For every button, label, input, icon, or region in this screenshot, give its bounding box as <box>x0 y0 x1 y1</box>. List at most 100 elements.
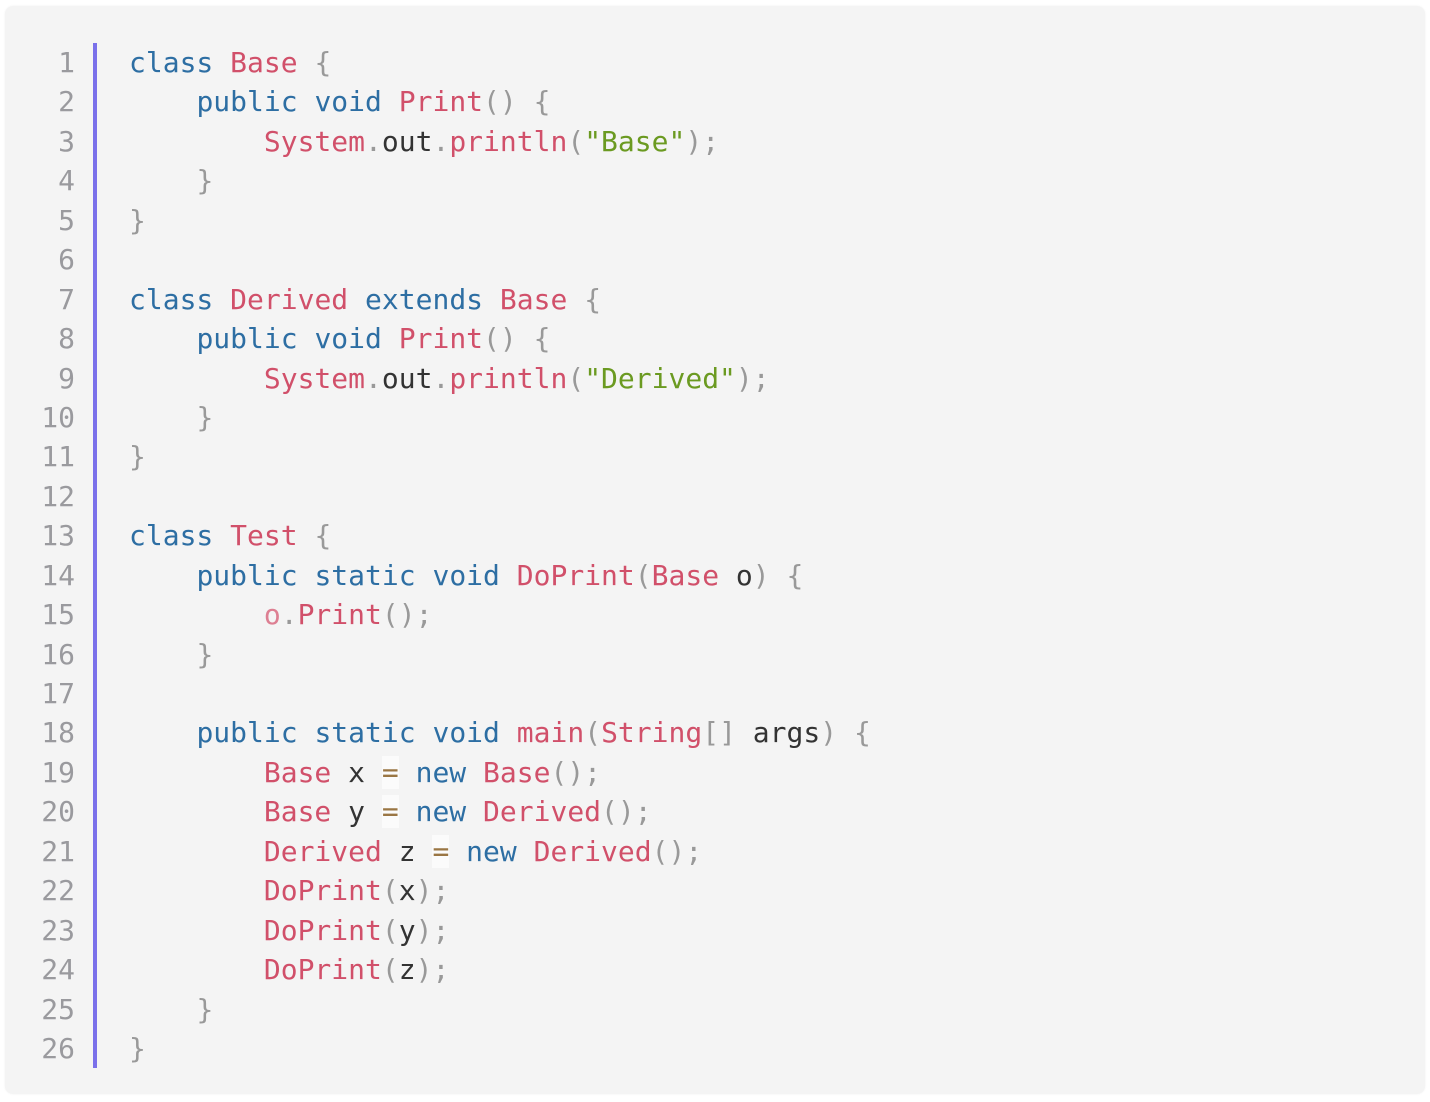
code-line: 20 Base y = new Derived(); <box>5 792 871 832</box>
code-line: 15 o.Print(); <box>5 595 871 635</box>
code-token: ); <box>685 124 720 158</box>
code-token: Base <box>483 755 551 789</box>
line-source: class Derived extends Base { <box>97 280 601 319</box>
code-token: { <box>533 322 551 356</box>
code-token <box>129 401 196 434</box>
line-source: DoPrint(z); <box>97 950 449 989</box>
line-source: } <box>97 635 213 674</box>
code-token <box>129 164 196 197</box>
code-token <box>399 756 416 789</box>
code-token: { <box>314 46 332 79</box>
line-number: 26 <box>5 1028 97 1069</box>
code-token: } <box>129 440 146 474</box>
code-token <box>129 362 264 395</box>
line-source: public static void main(String[] args) { <box>97 713 870 752</box>
code-token <box>129 835 264 868</box>
code-token <box>466 795 483 828</box>
code-token: ( <box>381 913 399 947</box>
line-source <box>97 477 129 516</box>
line-source: public void Print() { <box>97 82 550 121</box>
code-token <box>382 85 399 118</box>
code-token: } <box>196 637 214 671</box>
code-token <box>213 46 230 79</box>
code-token: { <box>584 282 602 316</box>
line-number: 24 <box>5 950 97 990</box>
line-number: 23 <box>5 910 97 951</box>
code-token: class <box>129 46 214 79</box>
code-token <box>382 322 399 355</box>
code-token: } <box>129 1031 146 1065</box>
code-token: (); <box>381 598 433 632</box>
code-token: main <box>516 716 585 750</box>
code-token: ); <box>415 913 450 947</box>
code-token: System <box>263 124 366 158</box>
line-source: } <box>97 437 146 476</box>
line-number: 8 <box>5 319 97 359</box>
code-token: ( <box>584 716 602 750</box>
code-token: } <box>196 992 214 1026</box>
code-token <box>416 559 433 592</box>
code-token: public <box>196 85 298 119</box>
code-line: 2 public void Print() { <box>5 82 871 122</box>
code-token: () <box>483 85 517 119</box>
code-token: DoPrint <box>516 558 635 592</box>
code-token <box>129 756 264 789</box>
code-token: public <box>196 558 298 592</box>
code-token <box>298 85 315 118</box>
line-number: 17 <box>5 674 97 714</box>
code-token: ( <box>381 874 399 908</box>
code-token: . <box>365 361 382 395</box>
code-token <box>500 559 517 592</box>
line-source: Base y = new Derived(); <box>97 792 652 831</box>
code-line: 10 } <box>5 397 871 438</box>
code-token: . <box>432 124 450 158</box>
code-token: = <box>432 834 450 868</box>
code-token: . <box>432 361 450 395</box>
code-token: [] <box>702 716 736 750</box>
code-token <box>517 835 534 868</box>
code-token: Derived <box>483 795 602 829</box>
code-token <box>449 835 466 868</box>
code-token: new <box>415 795 467 829</box>
code-token: ( <box>567 124 585 158</box>
code-token: Base <box>230 46 298 79</box>
code-token: Derived <box>230 282 349 316</box>
code-token <box>348 283 365 316</box>
line-source: class Base { <box>97 43 331 82</box>
code-line: 8 public void Print() { <box>5 319 871 359</box>
line-source: Derived z = new Derived(); <box>97 832 702 871</box>
code-token: { <box>786 558 804 592</box>
code-token <box>213 283 230 316</box>
code-token: static <box>314 558 416 592</box>
code-line: 18 public static void main(String[] args… <box>5 713 871 753</box>
code-token <box>416 716 433 749</box>
code-token: ) <box>752 558 770 592</box>
code-token: new <box>415 755 467 789</box>
code-line: 22 DoPrint(x); <box>5 871 871 911</box>
code-token: class <box>129 519 214 553</box>
code-token: ) <box>820 716 838 750</box>
line-number: 5 <box>5 200 97 241</box>
code-token: ( <box>381 953 399 987</box>
code-token <box>129 953 264 986</box>
code-token: y <box>331 795 382 829</box>
code-line: 24 DoPrint(z); <box>5 950 871 990</box>
code-token <box>129 559 196 592</box>
code-token: void <box>314 85 382 119</box>
code-token: x <box>331 755 382 789</box>
code-token: String <box>601 716 703 750</box>
code-token <box>298 322 315 355</box>
code-token: } <box>196 164 214 198</box>
code-line: 3 System.out.println("Base"); <box>5 121 871 162</box>
line-source: DoPrint(y); <box>97 911 449 950</box>
line-number: 11 <box>5 437 97 477</box>
line-source: System.out.println("Derived"); <box>97 359 770 398</box>
code-token: = <box>381 755 399 789</box>
line-number: 25 <box>5 989 97 1029</box>
code-token: DoPrint <box>263 953 382 987</box>
line-number: 9 <box>5 358 97 398</box>
code-token <box>129 874 264 907</box>
code-token: o <box>719 558 753 592</box>
code-token: (); <box>550 755 602 789</box>
